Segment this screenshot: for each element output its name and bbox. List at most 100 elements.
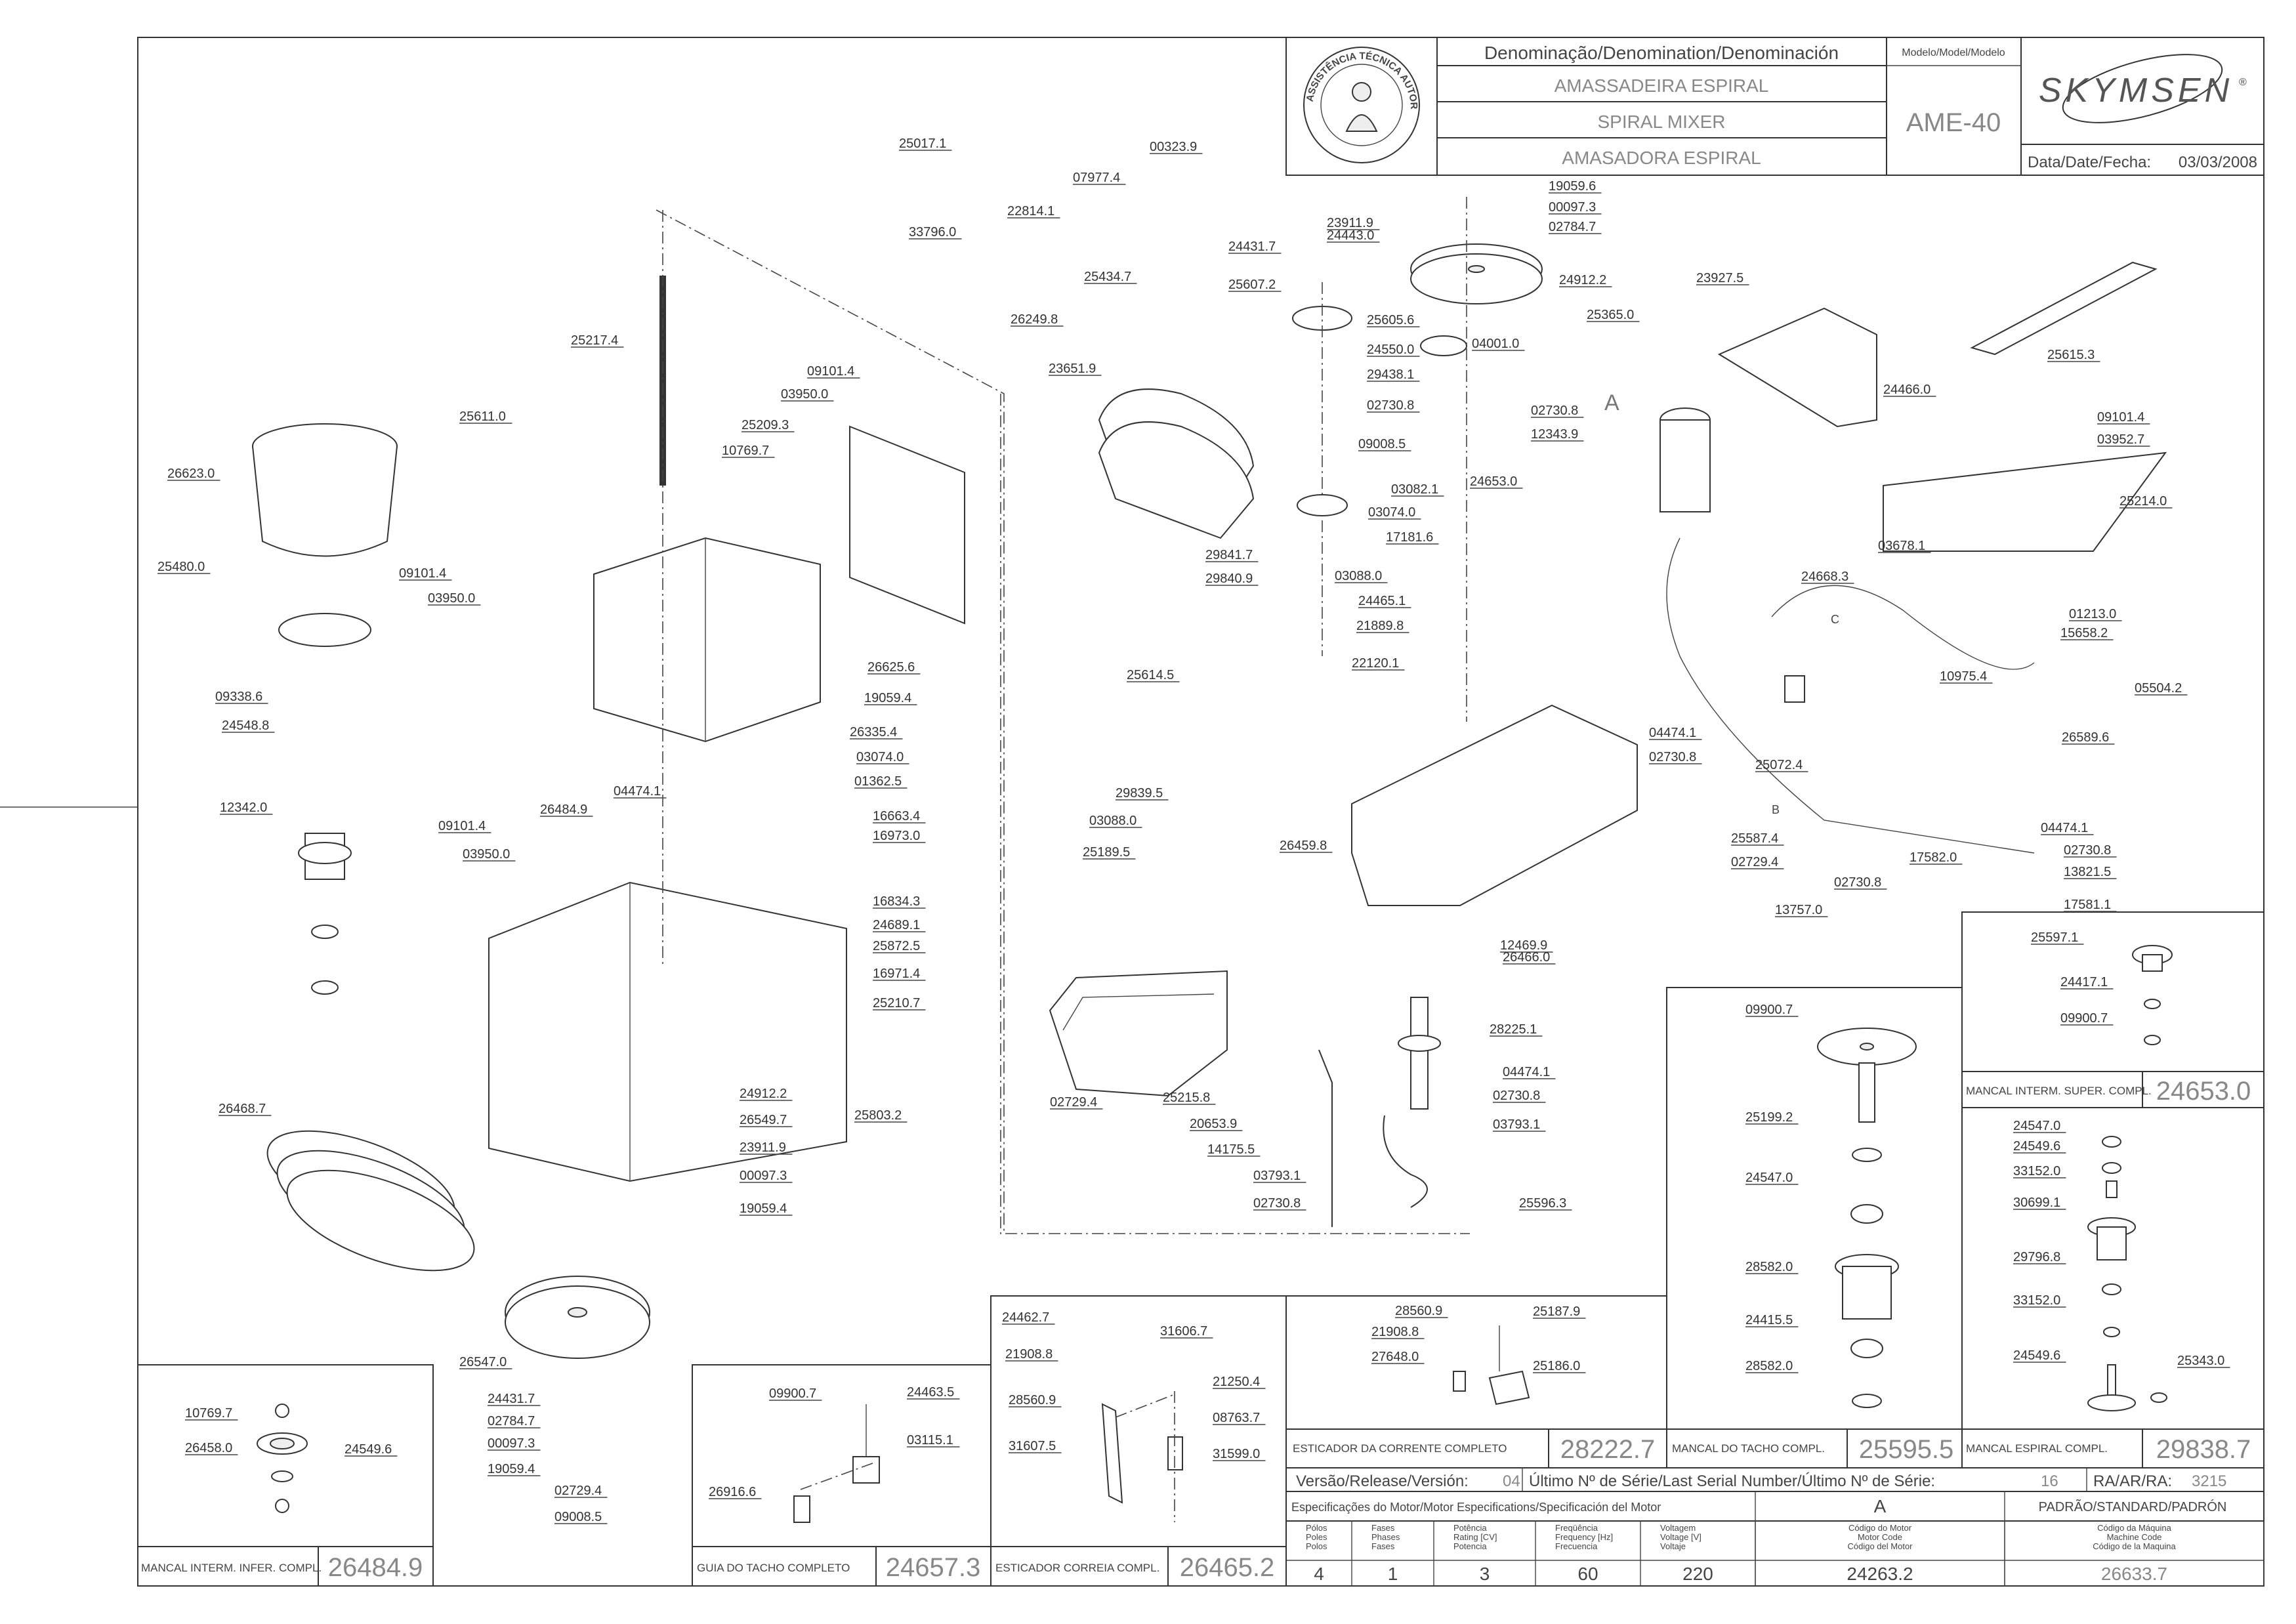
part-callout: 33796.0 [909, 225, 956, 239]
assembly-box-esticador-correia: ESTICADOR CORREIA COMPL. 26465.2 [990, 1295, 1287, 1587]
part-callout: 01362.5 [854, 774, 902, 789]
part-callout: 09900.7 [2060, 1011, 2108, 1026]
assembly-box-mancal-interm-infer: MANCAL INTERM. INFER. COMPL. 26484.9 [137, 1364, 434, 1587]
assembly-label: MANCAL ESPIRAL COMPL. [1966, 1442, 2108, 1455]
part-callout: 05504.2 [2135, 681, 2182, 696]
serial-label: Último Nº de Série/Last Serial Number/Úl… [1529, 1472, 1935, 1490]
part-callout: 09900.7 [769, 1386, 816, 1401]
part-callout: 24550.0 [1367, 343, 1414, 357]
part-callout: 27648.0 [1371, 1350, 1419, 1364]
part-callout: 02784.7 [488, 1414, 535, 1428]
part-callout: 24548.8 [222, 718, 269, 733]
motor-spec-header-text: Polos [1306, 1541, 1327, 1551]
part-callout: 33152.0 [2013, 1164, 2060, 1178]
part-callout: 25615.3 [2047, 348, 2095, 362]
part-callout: 00097.3 [740, 1169, 787, 1183]
part-callout: 02730.8 [1253, 1196, 1301, 1211]
part-callout: 03950.0 [428, 591, 475, 606]
svg-text:ASSISTÊNCIA TÉCNICA AUTORIZADA: ASSISTÊNCIA TÉCNICA AUTORIZADA [0, 0, 1419, 110]
motor-spec-header-text: Poles [1306, 1532, 1327, 1542]
part-callout: 24653.0 [1470, 474, 1517, 489]
date-label: Data/Date/Fecha: [2028, 154, 2151, 171]
motor-spec-value: 26633.7 [2101, 1564, 2167, 1584]
motor-spec-header-text: Frequency [Hz] [1555, 1532, 1613, 1542]
part-callout: 03082.1 [1391, 482, 1438, 497]
part-callout: 25803.2 [854, 1108, 902, 1123]
part-callout: 04474.1 [1503, 1065, 1550, 1079]
date-value: 03/03/2008 [2179, 154, 2257, 171]
part-callout: 31606.7 [1160, 1324, 1207, 1339]
part-callout: 29796.8 [2013, 1250, 2060, 1264]
part-callout: 02730.8 [1531, 404, 1578, 418]
motor-spec-value: 3 [1480, 1564, 1490, 1584]
motor-spec-header-text: Código del Motor [1848, 1541, 1913, 1551]
part-callout: 25214.0 [2119, 494, 2167, 509]
part-callout: 25186.0 [1533, 1359, 1580, 1373]
part-callout: 04474.1 [614, 784, 661, 799]
motor-spec-header-text: Código da Máquina [2097, 1523, 2172, 1533]
part-callout: 26625.6 [867, 660, 915, 675]
part-callout: 25215.8 [1163, 1091, 1210, 1105]
part-callout: 02730.8 [2064, 843, 2111, 858]
part-callout: 24463.5 [907, 1385, 954, 1400]
part-callout: 28582.0 [1745, 1260, 1793, 1274]
part-callout: 26547.0 [459, 1355, 507, 1369]
part-callout: 29841.7 [1205, 548, 1253, 562]
part-callout: 01213.0 [2069, 607, 2116, 621]
part-callout: 26466.0 [1503, 950, 1550, 965]
part-callout: 19059.4 [864, 691, 911, 705]
part-callout: 02730.8 [1493, 1089, 1540, 1103]
part-callout: 33152.0 [2013, 1293, 2060, 1308]
part-callout: 03793.1 [1253, 1169, 1301, 1183]
part-callout: 09900.7 [1745, 1003, 1793, 1017]
part-callout: 22814.1 [1007, 204, 1054, 219]
assembly-code: 24653.0 [2156, 1077, 2251, 1106]
part-callout: 23911.9 [1327, 216, 1373, 230]
version-label: Versão/Release/Versión: [1296, 1472, 1469, 1490]
part-callout: 25187.9 [1533, 1304, 1580, 1319]
part-callout: 25343.0 [2177, 1354, 2224, 1368]
motor-spec-header-text: Pólos [1306, 1523, 1327, 1533]
part-callout: 29839.5 [1116, 786, 1163, 801]
motor-col-a: A [1874, 1496, 1887, 1516]
motor-spec-header-text: Motor Code [1858, 1532, 1902, 1542]
part-callout: 24912.2 [740, 1087, 787, 1101]
part-callout: 26623.0 [167, 467, 215, 481]
part-callout: 21908.8 [1005, 1347, 1053, 1362]
part-callout: 31599.0 [1213, 1447, 1260, 1461]
part-callout: 02784.7 [1549, 220, 1596, 234]
part-callout: 21250.4 [1213, 1375, 1260, 1389]
part-callout: 02729.4 [1050, 1095, 1097, 1110]
part-callout: 24547.0 [2013, 1119, 2060, 1133]
part-callout: 10975.4 [1940, 669, 1987, 684]
motor-spec-header-text: Código de la Maquina [2093, 1541, 2176, 1551]
part-callout: 24462.7 [1002, 1310, 1049, 1325]
part-callout: 24912.2 [1559, 273, 1606, 287]
part-callout: 25017.1 [899, 136, 946, 151]
serial-value: 16 [2041, 1472, 2058, 1490]
part-callout: 07977.4 [1073, 171, 1120, 185]
part-callout: 14175.5 [1207, 1142, 1255, 1157]
marker-b: B [1772, 803, 1780, 816]
part-callout: 04474.1 [2041, 821, 2088, 835]
part-callout: 20653.9 [1190, 1117, 1237, 1131]
part-callout: 02729.4 [1731, 855, 1778, 869]
part-callout: 24547.0 [1745, 1171, 1793, 1185]
part-callout: 02730.8 [1367, 398, 1414, 413]
part-callout: 23927.5 [1696, 271, 1743, 285]
part-callout: 24549.6 [2013, 1348, 2060, 1363]
part-callout: 16971.4 [873, 967, 920, 981]
part-callout: 09101.4 [2097, 410, 2144, 425]
marker-a: A [1604, 390, 1619, 415]
part-callout: 12342.0 [220, 801, 267, 815]
part-callout: 26589.6 [2062, 730, 2109, 745]
part-callout: 26549.7 [740, 1113, 787, 1127]
part-callout: 26459.8 [1280, 839, 1327, 853]
part-callout: 25072.4 [1755, 758, 1803, 772]
motor-spec-value: 4 [1314, 1564, 1324, 1584]
part-callout: 04001.0 [1472, 337, 1519, 351]
part-callout: 21908.8 [1371, 1325, 1419, 1339]
motor-spec-header-text: Machine Code [2107, 1532, 2162, 1542]
